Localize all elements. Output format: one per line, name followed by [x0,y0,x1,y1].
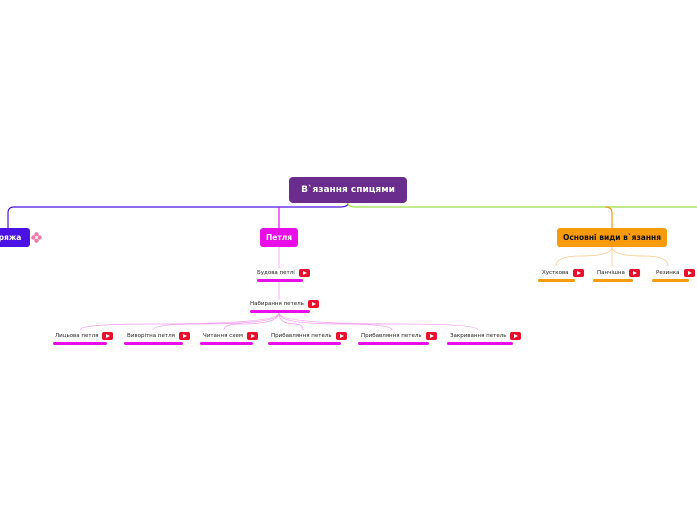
youtube-icon[interactable] [178,332,190,340]
topic-lytsova-petlia[interactable]: Лицьова петля [53,329,119,345]
connector-root-offscreen [347,202,697,208]
connector-fan-3 [223,312,280,331]
topic-underline [53,342,107,345]
branch-loop[interactable]: Петля [260,228,298,247]
topic-label: Прибавляння петель [271,333,332,339]
topic-label: Резинка [656,270,680,276]
topic-label: Набирання петель [250,301,304,307]
topic-label: Прибавляння петель [361,333,422,339]
topic-underline [358,342,429,345]
connector-root-yarn [7,202,349,228]
topic-underline [200,342,253,345]
topic-underline [250,310,310,313]
youtube-icon[interactable] [425,332,437,340]
youtube-icon[interactable] [298,269,310,277]
topic-nabyrannia-petel[interactable]: Набирання петель [250,297,322,313]
topic-underline [124,342,183,345]
connector-types-khustkova [555,246,613,267]
topic-panchishna[interactable]: Панчішна [593,266,645,282]
branch-yarn[interactable]: ряжа [0,228,30,247]
topic-label: Читання схем [203,333,243,339]
connector-fan-6 [278,312,479,331]
flower-icon [31,232,42,243]
topic-label: Хусткова [542,270,569,276]
youtube-icon[interactable] [510,332,522,340]
connector-root-types [604,206,613,228]
topic-underline [447,342,513,345]
root-node[interactable]: В`язання спицями [289,177,407,203]
topic-underline [268,342,341,345]
topic-vyvoritna-petlia[interactable]: Виворітна петля [124,329,195,345]
topic-underline [652,279,689,282]
topic-underline [538,279,575,282]
topic-label: Закривання петель [450,333,507,339]
topic-label: Будова петлі [257,270,295,276]
topic-rezynka[interactable]: Резинка [652,266,697,282]
youtube-icon[interactable] [246,332,258,340]
topic-prybavliannia-petel-1[interactable]: Прибавляння петель [268,329,353,345]
topic-label: Лицьова петля [55,333,99,339]
topic-underline [257,279,303,282]
youtube-icon[interactable] [335,332,347,340]
topic-khustkova[interactable]: Хусткова [538,266,587,282]
connector-types-rezynka [611,246,669,267]
topic-zakryvannia-petel[interactable]: Закривання петель [447,329,525,345]
topic-label: Виворітна петля [127,333,175,339]
youtube-icon[interactable] [683,269,695,277]
connector-fan-1 [79,312,280,331]
youtube-icon[interactable] [102,332,114,340]
youtube-icon[interactable] [307,300,319,308]
connector-fan-4 [278,312,304,331]
topic-underline [593,279,633,282]
topic-chytannia-skhem[interactable]: Читання схем [200,329,265,345]
youtube-icon[interactable] [572,269,584,277]
connector-fan-2 [152,312,280,331]
youtube-icon[interactable] [628,269,640,277]
topic-budova-petli[interactable]: Будова петлі [257,266,315,282]
connector-fan-5 [278,312,393,331]
topic-prybavliannia-petel-2[interactable]: Прибавляння петель [358,329,441,345]
branch-knitting-types[interactable]: Основні види в`язання [557,228,667,247]
topic-label: Панчішна [597,270,625,276]
